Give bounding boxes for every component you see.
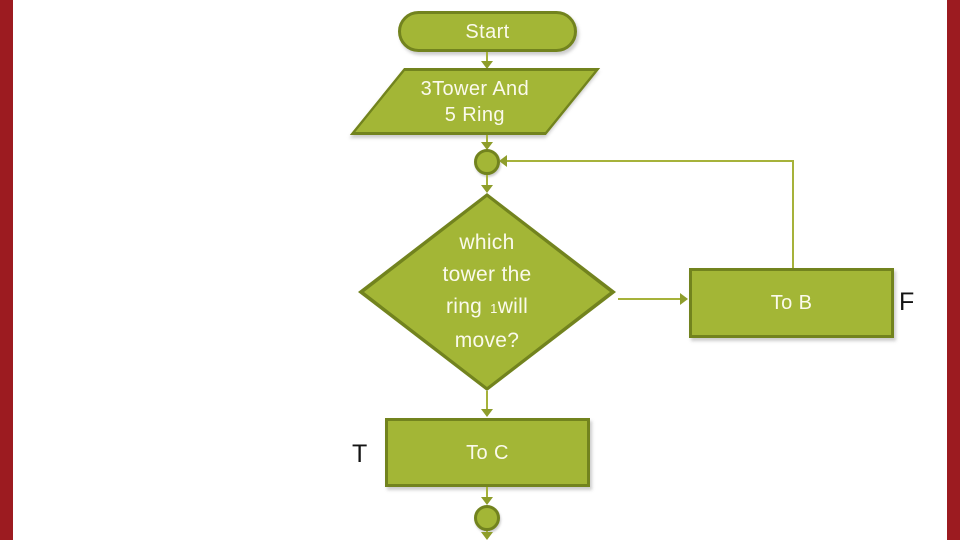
false-branch-label: F: [899, 288, 915, 316]
flow-line-decision-to-c: [486, 391, 488, 411]
arrow-down-icon: [481, 61, 493, 69]
flow-line-toc-to-connector: [486, 487, 488, 499]
decision-line2: tower the: [442, 263, 532, 286]
connector-circle-top: [474, 149, 500, 175]
input-label-line1: 3Tower And: [420, 77, 530, 100]
process-to-c-label: To C: [466, 441, 509, 464]
arrow-right-icon: [680, 293, 688, 305]
start-terminator: Start: [398, 11, 577, 52]
feedback-line-horizontal: [506, 160, 794, 162]
input-label: 3Tower And 5 Ring: [421, 76, 530, 128]
arrow-left-icon: [499, 155, 507, 167]
process-to-c: To C: [385, 418, 590, 487]
arrow-down-icon: [481, 142, 493, 150]
process-to-b-label: To B: [770, 292, 813, 314]
feedback-line-vertical: [792, 160, 794, 268]
left-accent-bar: [0, 0, 13, 540]
flow-line-decision-to-b: [618, 298, 680, 300]
input-label-line2: 5 Ring: [444, 103, 506, 126]
arrow-down-icon: [481, 532, 493, 540]
flow-line-connector-to-decision: [486, 175, 488, 187]
arrow-down-icon: [481, 497, 493, 505]
connector-circle-bottom: [474, 505, 500, 531]
right-accent-bar: [947, 0, 960, 540]
arrow-down-icon: [481, 185, 493, 193]
decision-line1: which: [459, 231, 515, 254]
input-parallelogram: 3Tower And 5 Ring: [349, 68, 601, 135]
start-label: Start: [465, 20, 510, 43]
flow-line-input-to-connector: [486, 135, 488, 144]
arrow-down-icon: [481, 409, 493, 417]
process-to-b: To B: [689, 268, 894, 338]
true-branch-label: T: [352, 440, 368, 468]
decision-line4: move?: [454, 329, 520, 352]
ring-number: 1: [490, 301, 498, 316]
flow-line-start-to-input: [486, 52, 488, 63]
